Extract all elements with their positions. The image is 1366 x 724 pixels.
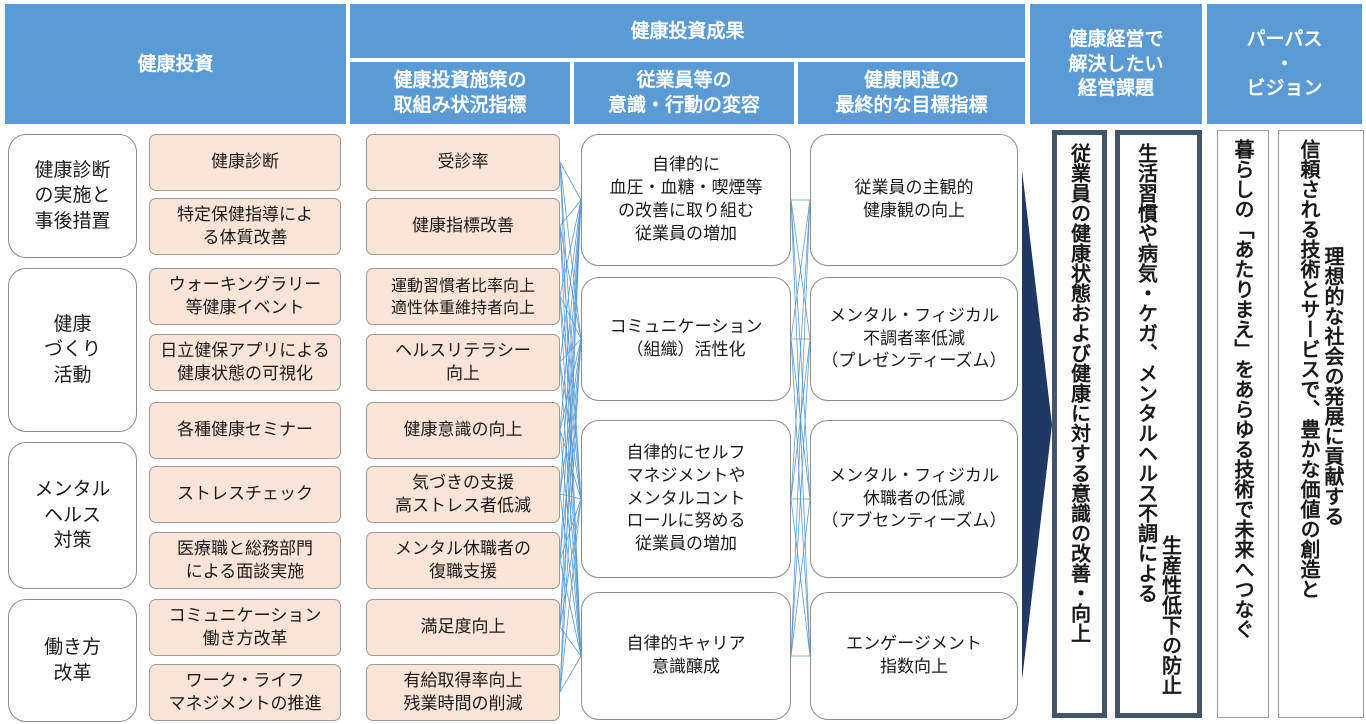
connector-line	[559, 199, 582, 363]
connector-line	[559, 655, 582, 693]
category-mental-health: メンタル ヘルス 対策	[8, 442, 137, 589]
indicator-item: 運動習慣者比率向上 適性体重維持者向上	[366, 268, 560, 325]
connectors-indicator-behavior	[559, 161, 582, 693]
behavior-item: コミュニケーション （組織）活性化	[581, 277, 791, 401]
header-purpose: パーパス ・ ビジョン	[1207, 4, 1362, 124]
issue-productivity: 生活習慣や病気・ケガ、メンタルヘルス不調による 生産性低下の防止	[1115, 130, 1202, 718]
connectors-behavior-goal	[790, 199, 811, 657]
issue-text: 生活習慣や病気・ケガ、メンタルヘルス不調による	[1134, 143, 1159, 603]
connector-line	[790, 199, 811, 340]
connector-line	[559, 199, 582, 628]
connector-line	[559, 199, 582, 693]
connector-line	[559, 161, 582, 201]
connector-line	[559, 199, 582, 561]
header-measures: 健康投資施策の 取組み状況指標	[350, 62, 570, 124]
progress-arrow	[1022, 170, 1052, 680]
purpose-text: 理想的な社会の発展に貢献する	[1321, 246, 1345, 526]
investment-item: コミュニケーション 働き方改革	[149, 599, 341, 656]
connector-line	[790, 199, 811, 500]
header-behavior: 従業員等の 意識・行動の変容	[574, 62, 794, 124]
investment-item: ストレスチェック	[149, 466, 341, 523]
connector-line	[559, 199, 582, 297]
indicator-item: 健康意識の向上	[366, 402, 560, 459]
behavior-item: 自律的キャリア 意識醸成	[581, 592, 791, 720]
investment-item: 特定保健指導によ る体質改善	[149, 198, 341, 255]
indicator-item: メンタル休職者の 復職支援	[366, 532, 560, 589]
connector-line	[559, 338, 582, 693]
investment-item: ワーク・ライフ マネジメントの推進	[149, 664, 341, 721]
goal-item: 従業員の主観的 健康観の向上	[810, 134, 1018, 266]
header-investment: 健康投資	[5, 4, 346, 124]
purpose-trusted-technology: 信頼される技術とサービスで、豊かな価値の創造と 理想的な社会の発展に貢献する	[1278, 130, 1364, 718]
header-outcome: 健康投資成果	[350, 4, 1025, 58]
goal-item: エンゲージメント 指数向上	[810, 592, 1018, 720]
connector-line	[559, 295, 582, 500]
category-health-checkup: 健康診断 の実施と 事後措置	[8, 134, 137, 258]
indicator-item: 有給取得率向上 残業時間の削減	[366, 664, 560, 721]
goal-item: メンタル・フィジカル 休職者の低減 （アブセンティーズム）	[810, 420, 1018, 578]
goal-item: メンタル・フィジカル 不調者率低減 （プレゼンティーズム）	[810, 277, 1018, 401]
investment-item: 日立健保アプリによる 健康状態の可視化	[149, 334, 341, 391]
indicator-item: 満足度向上	[366, 599, 560, 656]
connector-line	[559, 199, 582, 431]
issue-health-awareness: 従業員の健康状態および健康に対する意識の改善・向上	[1052, 130, 1107, 718]
indicator-item: 健康指標改善	[366, 198, 560, 255]
connector-line	[559, 161, 582, 340]
indicator-item: ヘルスリテラシー 向上	[366, 334, 560, 391]
connector-line	[790, 199, 811, 657]
connector-line	[559, 498, 582, 693]
indicator-item: 受診率	[366, 134, 560, 191]
connector-line	[559, 295, 582, 657]
connector-line	[559, 361, 582, 500]
purpose-everyday: 暮らしの「あたりまえ」をあらゆる技術で未来へつなぐ	[1217, 130, 1269, 718]
header-final: 健康関連の 最終的な目標指標	[798, 62, 1025, 124]
investment-item: 健康診断	[149, 134, 341, 191]
investment-item: ウォーキングラリー 等健康イベント	[149, 268, 341, 325]
issue-text: 生産性低下の防止	[1158, 535, 1183, 695]
header-issues: 健康経営で 解決したい 経営課題	[1030, 4, 1202, 124]
connector-line	[559, 199, 582, 495]
behavior-item: 自律的に 血圧・血糖・喫煙等 の改善に取り組む 従業員の増加	[581, 134, 791, 266]
connector-line	[559, 225, 582, 500]
issue-text: 従業員の健康状態および健康に対する意識の改善・向上	[1067, 143, 1092, 643]
purpose-text: 信頼される技術とサービスで、豊かな価値の創造と	[1297, 139, 1321, 599]
connector-line	[790, 338, 811, 657]
connector-line	[559, 199, 582, 227]
category-work-style: 働き方 改革	[8, 599, 137, 722]
connector-line	[559, 493, 582, 500]
investment-item: 医療職と総務部門 による面談実施	[149, 532, 341, 589]
category-health-promotion: 健康 づくり 活動	[8, 268, 137, 432]
behavior-item: 自律的にセルフ マネジメントや メンタルコント ロールに努める 従業員の増加	[581, 420, 791, 578]
indicator-item: 気づきの支援 高ストレス者低減	[366, 466, 560, 523]
connector-line	[790, 498, 811, 657]
connector-line	[559, 161, 582, 500]
connector-line	[559, 338, 582, 628]
investment-item: 各種健康セミナー	[149, 402, 341, 459]
purpose-text: 暮らしの「あたりまえ」をあらゆる技術で未来へつなぐ	[1231, 139, 1255, 639]
